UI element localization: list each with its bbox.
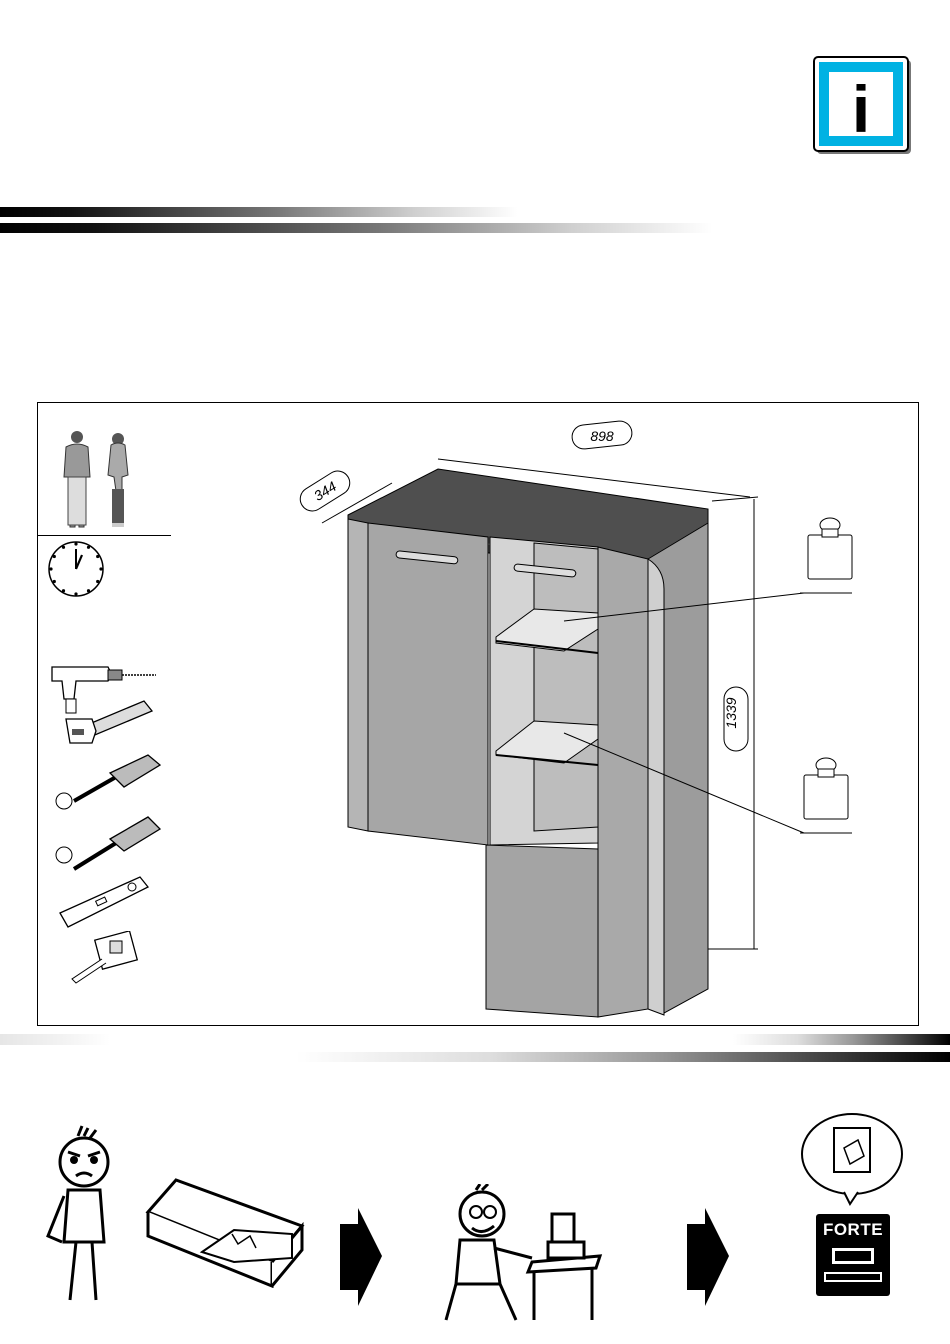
bottom-gradient-bar-long <box>296 1052 950 1062</box>
weight-icon-top <box>808 518 852 579</box>
mailbox-base <box>824 1272 882 1282</box>
hammer-icon <box>62 697 158 751</box>
dimension-width: 898 <box>590 428 614 444</box>
screwdriver-phillips-icon <box>52 809 164 871</box>
screwdriver-flat-icon <box>52 751 164 813</box>
info-glyph: i <box>852 72 870 146</box>
bottom-gradient-bar-dark <box>733 1034 950 1045</box>
mailbox-slot <box>832 1248 874 1264</box>
damaged-box-icon <box>142 1176 312 1288</box>
cabinet-drawing: 898 344 1339 <box>268 419 888 1029</box>
angry-man-icon <box>40 1124 120 1304</box>
arrow-right-icon <box>338 1206 384 1308</box>
two-persons-icon <box>56 427 136 531</box>
weight-icon-bottom <box>804 758 848 819</box>
spirit-level-icon <box>56 873 152 935</box>
forte-mailbox: FORTE <box>816 1214 890 1296</box>
bottom-gradient-bar-light <box>0 1034 324 1045</box>
info-icon: i <box>813 56 913 156</box>
divider-line <box>38 535 171 536</box>
brand-label: FORTE <box>820 1220 886 1240</box>
man-at-computer-icon <box>436 1184 606 1324</box>
arrow-right-icon-2 <box>685 1206 731 1308</box>
top-gradient-bar-2 <box>0 223 950 233</box>
info-badge: i <box>813 56 913 156</box>
product-panel: 898 344 1339 <box>37 402 919 1026</box>
letter-bubble-icon <box>800 1112 904 1206</box>
clock-icon <box>46 539 106 599</box>
tape-measure-icon <box>68 931 148 987</box>
dimension-height: 1339 <box>723 697 739 728</box>
top-gradient-bar <box>0 207 690 217</box>
